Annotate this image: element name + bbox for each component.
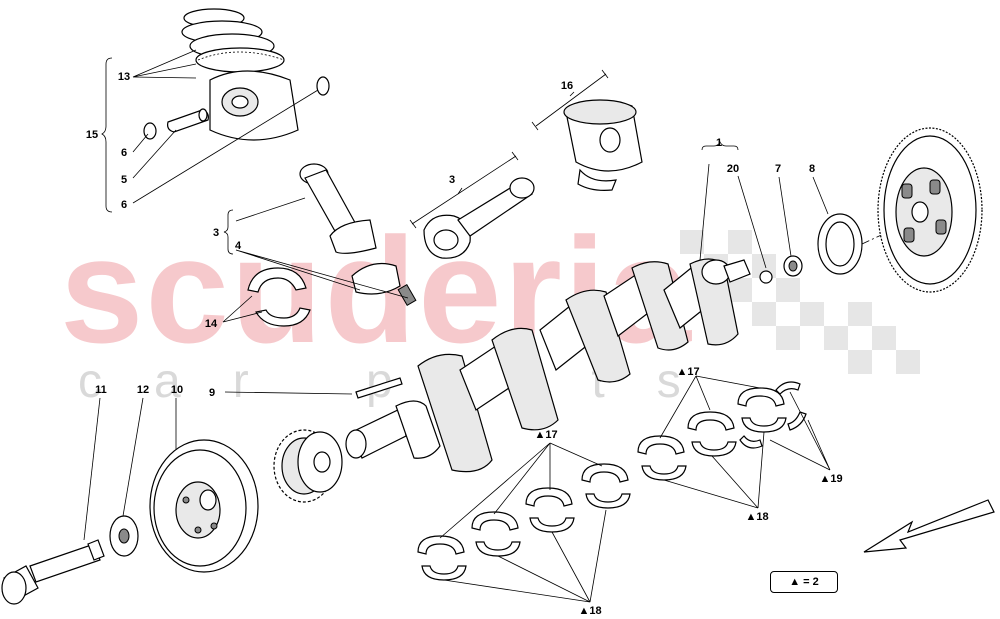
label-17a: ▲17 bbox=[534, 429, 557, 441]
label-7: 7 bbox=[775, 163, 781, 175]
timing-gear bbox=[273, 429, 343, 503]
label-1: 1 bbox=[716, 137, 722, 149]
bracket-16 bbox=[531, 69, 609, 131]
label-10: 10 bbox=[171, 384, 183, 396]
leader-20 bbox=[737, 175, 767, 269]
piston-small bbox=[209, 70, 299, 141]
leader-3a bbox=[235, 197, 306, 222]
leader-7 bbox=[778, 176, 792, 257]
dowel-pin bbox=[355, 377, 403, 399]
label-18b: ▲18 bbox=[745, 511, 768, 523]
label-13: 13 bbox=[118, 71, 130, 83]
leader-14 bbox=[222, 295, 263, 323]
leader-19 bbox=[769, 391, 831, 471]
label-3a: 3 bbox=[213, 227, 219, 239]
label-5: 5 bbox=[121, 174, 127, 186]
watermark-subtext: car parts bbox=[78, 355, 733, 408]
label-8: 8 bbox=[809, 163, 815, 175]
label-11: 11 bbox=[95, 384, 107, 396]
circlip-right bbox=[316, 76, 330, 96]
bracket-1 bbox=[701, 141, 739, 151]
conrod-bearing-shells bbox=[247, 267, 311, 327]
label-14: 14 bbox=[205, 318, 218, 330]
label-16: 16 bbox=[561, 80, 573, 92]
leader-5 bbox=[132, 129, 177, 179]
callout-labels: 13 15 6 5 6 16 3 4 3 14 1 20 7 8 9 11 12… bbox=[86, 71, 843, 617]
leader-8 bbox=[812, 176, 829, 215]
legend-box: ▲ = 2 bbox=[770, 571, 838, 593]
pilot-bearing bbox=[783, 255, 803, 277]
label-12: 12 bbox=[137, 384, 149, 396]
label-6b: 6 bbox=[121, 199, 127, 211]
leader-18a bbox=[443, 509, 607, 603]
label-18a: ▲18 bbox=[578, 605, 601, 617]
leader-6a bbox=[132, 133, 149, 153]
connecting-rod-assembled bbox=[423, 177, 535, 259]
label-3b: 3 bbox=[449, 174, 455, 186]
piston-pin bbox=[167, 108, 209, 133]
flywheel bbox=[877, 127, 983, 293]
label-19: ▲19 bbox=[819, 473, 842, 485]
connecting-rod-exploded bbox=[299, 163, 417, 306]
bracket-15 bbox=[101, 57, 113, 213]
direction-arrow-icon bbox=[863, 499, 995, 553]
leader-13 bbox=[132, 49, 197, 79]
label-20: 20 bbox=[727, 163, 739, 175]
leader-16 bbox=[569, 91, 575, 97]
bracket-3-center bbox=[409, 151, 519, 229]
main-bearing-shells-right bbox=[637, 381, 807, 481]
leader-4 bbox=[235, 249, 409, 299]
crankshaft bbox=[345, 258, 773, 473]
leader-17a bbox=[439, 442, 603, 539]
label-17b: ▲17 bbox=[676, 366, 699, 378]
oil-seal bbox=[817, 213, 863, 275]
bracket-3-left bbox=[223, 209, 234, 255]
leader-3b bbox=[457, 187, 463, 195]
leader-1 bbox=[699, 163, 710, 261]
label-6a: 6 bbox=[121, 147, 127, 159]
leader-11 bbox=[83, 397, 101, 541]
label-15: 15 bbox=[86, 129, 98, 141]
leader-6b bbox=[132, 89, 319, 204]
label-9: 9 bbox=[209, 387, 215, 399]
crank-pulley bbox=[149, 439, 259, 573]
washer bbox=[109, 515, 139, 557]
piston-ring-set bbox=[181, 8, 285, 73]
leader-12 bbox=[122, 397, 144, 517]
piston-large bbox=[563, 99, 643, 191]
leader-9 bbox=[224, 391, 353, 395]
leader-18b bbox=[663, 431, 765, 509]
main-bearing-shells-lower bbox=[417, 463, 631, 581]
pulley-bolt bbox=[1, 539, 105, 605]
label-4: 4 bbox=[235, 240, 242, 252]
leader-17b bbox=[659, 375, 761, 439]
